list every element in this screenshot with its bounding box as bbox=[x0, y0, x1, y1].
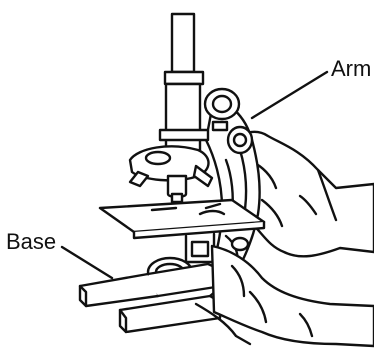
base-leader-line bbox=[62, 247, 112, 278]
arm-leader-line bbox=[252, 72, 327, 118]
label-arm: Arm bbox=[331, 58, 371, 80]
body-tube bbox=[160, 14, 208, 155]
lower-hand bbox=[196, 246, 374, 346]
nosepiece bbox=[130, 146, 212, 202]
microscope-base bbox=[80, 264, 226, 332]
label-base: Base bbox=[6, 231, 56, 253]
